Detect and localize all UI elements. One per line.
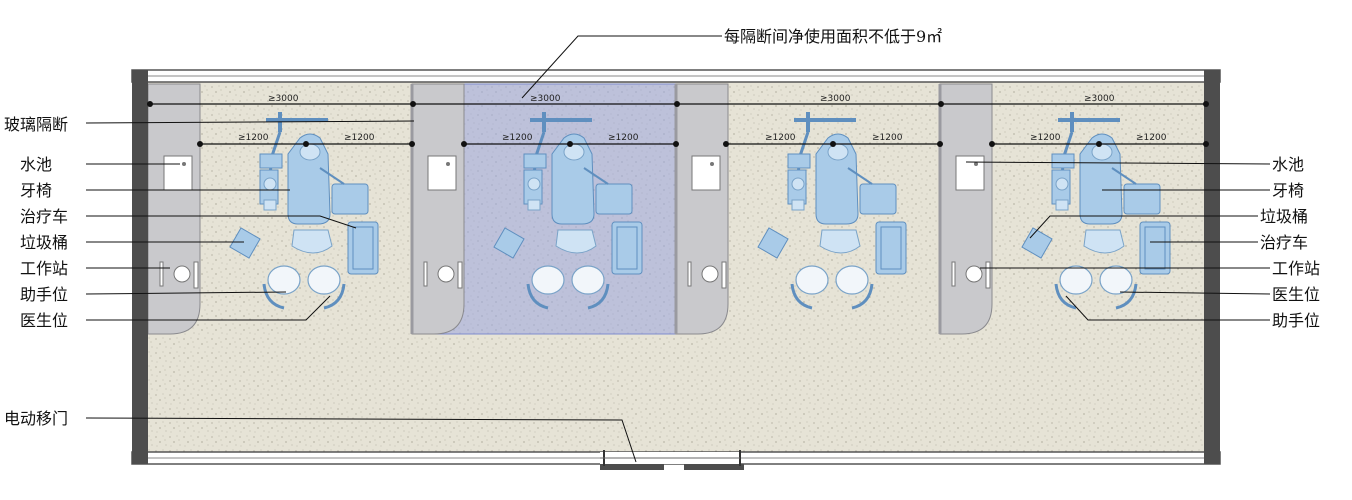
left-labels: 玻璃隔断 水池 牙椅 治疗车 垃圾桶 工作站 助手位 医生位 电动移门 xyxy=(4,115,637,463)
dim-label: ≥1200 xyxy=(502,133,533,143)
label-sliding-door: 电动移门 xyxy=(4,409,68,428)
sliding-door xyxy=(600,450,744,470)
label-dental-chair-right: 牙椅 xyxy=(1272,181,1304,200)
dim-label: ≥1200 xyxy=(765,133,796,143)
label-dental-chair: 牙椅 xyxy=(20,181,52,200)
label-assistant-seat-right: 助手位 xyxy=(1272,311,1320,330)
area-note: 每隔断间净使用面积不低于9㎡ xyxy=(724,27,942,46)
label-assistant-seat: 助手位 xyxy=(20,285,68,304)
dim-label: ≥1200 xyxy=(608,133,639,143)
dim-label: ≥3000 xyxy=(530,94,561,104)
label-treatment-cart: 治疗车 xyxy=(20,207,68,226)
dim-label: ≥3000 xyxy=(268,94,299,104)
label-trash-bin: 垃圾桶 xyxy=(20,233,68,252)
label-sink: 水池 xyxy=(20,155,52,174)
wall-left xyxy=(132,70,148,464)
dim-label: ≥1200 xyxy=(872,133,903,143)
dim-label: ≥3000 xyxy=(1084,94,1115,104)
dim-label: ≥1200 xyxy=(1030,133,1061,143)
label-doctor-seat-right: 医生位 xyxy=(1272,285,1320,304)
label-workstation: 工作站 xyxy=(20,259,68,278)
label-trash-bin-right: 垃圾桶 xyxy=(1260,207,1308,226)
dim-label: ≥1200 xyxy=(238,133,269,143)
dim-label: ≥3000 xyxy=(820,94,851,104)
label-glass-partition: 玻璃隔断 xyxy=(4,115,68,134)
label-workstation-right: 工作站 xyxy=(1272,259,1320,278)
right-labels: 水池 牙椅 垃圾桶 治疗车 工作站 医生位 助手位 xyxy=(965,155,1320,330)
label-doctor-seat: 医生位 xyxy=(20,311,68,330)
dim-label: ≥1200 xyxy=(1136,133,1167,143)
label-treatment-cart-right: 治疗车 xyxy=(1260,233,1308,252)
label-sink-right: 水池 xyxy=(1272,155,1304,174)
dim-label: ≥1200 xyxy=(344,133,375,143)
area-leader xyxy=(521,35,722,99)
wall-right xyxy=(1204,70,1220,464)
